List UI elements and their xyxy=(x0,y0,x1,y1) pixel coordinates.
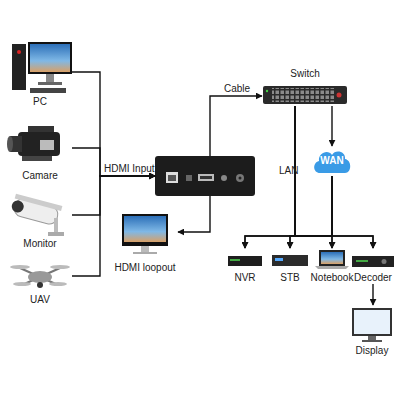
display-node: Display xyxy=(348,305,396,357)
camera-node: Camare xyxy=(8,118,72,182)
node-label: PC xyxy=(33,96,47,108)
pc-node: PC xyxy=(8,36,72,108)
node-label: STB xyxy=(280,272,299,284)
connector-line xyxy=(290,176,332,248)
nvr-node: NVR xyxy=(226,248,264,284)
connector-line xyxy=(72,72,155,176)
monitor-node: Monitor xyxy=(8,192,72,250)
switch-node: Switch xyxy=(262,68,348,106)
connector-line xyxy=(332,176,373,248)
cloud-shape xyxy=(314,152,350,173)
edge-label: LAN xyxy=(279,165,298,176)
stb-node: STB xyxy=(270,248,310,284)
loopout-monitor-illustration xyxy=(122,214,168,254)
node-label: Decoder xyxy=(354,272,392,284)
node-label: Notebook xyxy=(311,272,354,284)
connector-line xyxy=(178,196,210,232)
connector-line xyxy=(72,176,155,276)
decoder-illustration xyxy=(352,256,394,267)
stb-illustration xyxy=(272,255,308,266)
node-label: Display xyxy=(356,345,389,357)
node-label: NVR xyxy=(234,272,255,284)
connector-line xyxy=(295,106,373,248)
nvr-illustration xyxy=(228,256,262,266)
pc-illustration xyxy=(12,42,72,93)
edge-label: HDMI Input xyxy=(104,163,155,174)
connector-line xyxy=(331,176,332,248)
encoder-box xyxy=(155,156,255,196)
node-label: Monitor xyxy=(23,238,56,250)
connector-line xyxy=(72,148,155,176)
node-label: HDMI loopout xyxy=(114,262,175,274)
connector-line xyxy=(290,106,295,248)
camcorder-illustration xyxy=(7,126,60,161)
switch-illustration xyxy=(263,86,347,104)
connector-line xyxy=(331,106,332,146)
wan-cloud: WAN xyxy=(311,146,353,176)
connector-line xyxy=(372,284,373,305)
security-camera-illustration xyxy=(10,193,64,236)
loopout-monitor-node: HDMI loopout xyxy=(112,212,178,274)
connector-line xyxy=(72,176,155,215)
node-label: Camare xyxy=(22,170,58,182)
node-label: UAV xyxy=(30,294,50,306)
decoder-node: Decoder xyxy=(350,248,396,284)
connector-line xyxy=(210,96,262,156)
notebook-illustration xyxy=(315,250,349,269)
display-illustration xyxy=(352,308,392,342)
notebook-node: Notebook xyxy=(310,248,354,284)
uav-node: UAV xyxy=(8,258,72,306)
node-label: Switch xyxy=(290,68,319,80)
connector-line xyxy=(295,106,332,248)
connector-line xyxy=(245,176,332,248)
node-label: WAN xyxy=(320,155,343,167)
drone-illustration xyxy=(10,265,70,288)
edge-label: Cable xyxy=(224,83,250,94)
